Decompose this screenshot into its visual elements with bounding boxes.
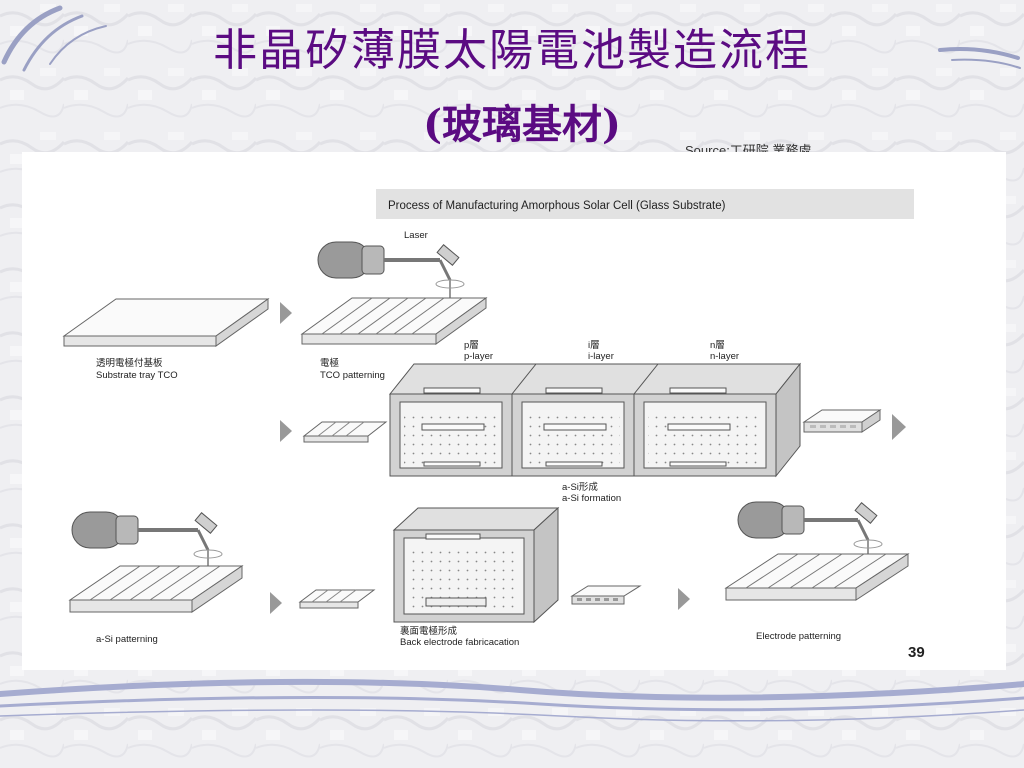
electrode-patterning-label: Electrode patterning [756,631,841,642]
top-right-swoosh [938,47,1021,69]
process-figure: Process of Manufacturing Amorphous Solar… [22,152,1006,670]
back-electrode-chamber [392,506,560,624]
process-diagram: Process of Manufacturing Amorphous Solar… [62,189,914,648]
patterned-plate-small [302,421,388,443]
asi-patterned-plate [68,565,244,613]
p-layer-label-en: p-layer [464,351,493,362]
tco-label-en: TCO patterning [320,370,385,381]
coated-plate [802,409,882,433]
laser-head [71,511,223,572]
i-layer-label-en: i-layer [588,351,614,362]
laser-head [737,501,883,562]
asi-patterning-label: a-Si patterning [96,634,158,645]
p-layer-label-zh: p層 [464,340,479,351]
laser-label: Laser [404,230,428,241]
asi-chambers [388,362,802,478]
top-left-swoosh [1,5,107,72]
substrate-label-zh: 透明電極付基板 [96,357,163,369]
patterned-plate-small [298,589,376,609]
slide-subtitle: (玻璃基材) [423,101,621,148]
arrow-right-icon [280,420,292,442]
back-electrode-label-zh: 裏面電極形成 [400,625,458,637]
substrate-plate [62,298,270,347]
slide-title: 非晶矽薄膜太陽電池製造流程 [213,25,811,76]
back-electrode-label-en: Back electrode fabricacation [400,637,519,648]
arrow-right-icon [280,302,292,324]
bottom-swoosh [0,678,1024,722]
substrate-label-en: Substrate tray TCO [96,370,178,381]
i-layer-label-zh: i層 [588,340,600,351]
asi-formation-label-zh: a-Si形成 [562,481,598,493]
caption-text: Process of Manufacturing Amorphous Solar… [388,200,726,212]
n-layer-label-en: n-layer [710,351,739,362]
electrode-patterned-plate [724,553,910,601]
arrow-right-icon [678,588,690,610]
tco-label-zh: 電極 [320,357,340,369]
asi-formation-label-en: a-Si formation [562,493,621,504]
tco-plate [300,297,488,345]
page-number: 39 [908,644,925,661]
laser-head [317,241,465,302]
electrode-plate-small [570,585,642,605]
arrow-right-icon [892,414,906,440]
arrow-right-icon [270,592,282,614]
caption-bar: Process of Manufacturing Amorphous Solar… [376,189,914,219]
n-layer-label-zh: n層 [710,340,725,351]
